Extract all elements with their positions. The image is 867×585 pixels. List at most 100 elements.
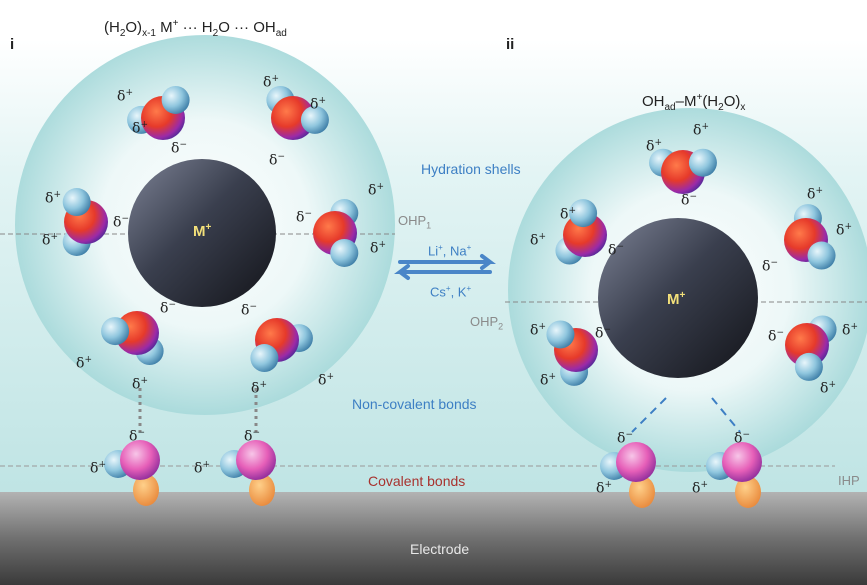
delta-plus-label: δ+ [263,74,279,91]
water-molecule [546,320,598,386]
delta-plus-label: δ+ [807,186,823,203]
water-molecule [784,204,836,270]
delta-minus-label: δ− [160,300,176,317]
delta-plus-label: δ+ [693,122,709,139]
oxygen-atom [115,311,159,355]
adsorbed-hydroxide [104,440,160,506]
delta-plus-label: δ+ [692,480,708,497]
delta-plus-label: δ+ [842,322,858,339]
water-molecule [62,188,108,256]
covalent-bonds-label: Covalent bonds [368,473,466,489]
delta-plus-label: δ+ [560,206,576,223]
delta-plus-label: δ+ [530,232,546,249]
reverse-arrow [394,264,492,280]
delta-plus-label: δ+ [251,380,267,397]
hydrogen-atom [546,320,575,349]
hydrogen-atom [161,85,190,114]
water-molecule [649,148,717,194]
adsorbed-oxygen [236,440,276,480]
water-molecule [250,318,313,373]
delta-minus-label: δ− [762,258,778,275]
adsorbed-oxygen [120,440,160,480]
forward-arrow [398,254,496,270]
surface-atom [249,474,275,506]
surface-atom [735,476,761,508]
hydrogen-atom [250,344,279,373]
delta-minus-label: δ− [113,214,129,231]
hydrogen-atom [807,241,836,270]
delta-plus-label: δ+ [194,460,210,477]
hydration-shells-label: Hydration shells [421,161,521,177]
surface-atom [133,474,159,506]
ohp1-label: OHP1 [398,213,432,231]
hydrogen-atom [300,105,329,134]
adsorbed-hydroxide [706,442,762,508]
oxygen-atom [563,213,607,257]
metal-ion-i [128,159,276,307]
delta-minus-label: δ− [768,328,784,345]
adsorbed-hydroxide [220,440,276,506]
water-molecule [101,311,164,366]
ion-adsorbate-bond [711,397,741,433]
delta-plus-label: δ+ [820,380,836,397]
hydrogen-atom [101,317,130,346]
adsorbed-hydroxide [600,442,656,508]
hydrogen-atom [569,199,598,228]
ion-label-i: M+ [193,222,212,240]
panel-i-formula: (H2O)x-1 M+ ··· H2O ··· OHad [104,18,287,39]
water-molecule [785,315,837,381]
delta-plus-label: δ+ [646,138,662,155]
panel-i-label: i [10,36,15,53]
delta-minus-label: δ− [244,428,260,445]
delta-plus-label: δ+ [596,480,612,497]
delta-plus-label: δ+ [368,182,384,199]
delta-plus-label: δ+ [530,322,546,339]
delta-minus-label: δ− [595,325,611,342]
delta-minus-label: δ− [171,140,187,157]
delta-plus-label: δ+ [370,240,386,257]
non-covalent-bonds-label: Non-covalent bonds [352,396,477,412]
oxygen-atom [271,96,315,140]
delta-plus-label: δ+ [117,88,133,105]
delta-plus-label: δ+ [318,372,334,389]
adsorbed-oxygen [616,442,656,482]
hydrogen-atom [688,148,717,177]
water-molecule [266,85,329,140]
delta-minus-label: δ− [269,152,285,169]
delta-minus-label: δ− [681,192,697,209]
delta-plus-label: δ+ [42,232,58,249]
cations-bottom-label: Cs+, K+ [430,284,472,300]
surface-atom [629,476,655,508]
water-molecule [555,199,607,265]
panel-ii-label: ii [506,36,515,53]
electrode [0,492,867,585]
cations-top-label: Li+, Na+ [428,243,472,259]
delta-plus-label: δ+ [76,355,92,372]
delta-plus-label: δ+ [45,190,61,207]
delta-plus-label: δ+ [132,376,148,393]
delta-minus-label: δ− [296,209,312,226]
oxygen-atom [785,323,829,367]
delta-minus-label: δ− [608,242,624,259]
hydrogen-atom [794,352,823,381]
delta-minus-label: δ− [241,302,257,319]
water-molecule [313,199,359,267]
delta-minus-label: δ− [734,430,750,447]
water-molecule [127,85,190,140]
delta-plus-label: δ+ [310,96,326,113]
adsorbed-oxygen [722,442,762,482]
delta-plus-label: δ+ [132,120,148,137]
delta-minus-label: δ− [129,428,145,445]
hydrogen-atom [62,188,91,217]
delta-minus-label: δ− [617,430,633,447]
delta-plus-label: δ+ [90,460,106,477]
delta-plus-label: δ+ [540,372,556,389]
ihp-label: IHP [838,473,860,488]
metal-ion-ii [598,218,758,378]
hydrogen-atom [330,238,359,267]
electrode-label: Electrode [410,541,470,557]
panel-ii-formula: OHad–M+(H2O)x [642,92,746,113]
ion-label-ii: M+ [667,290,686,308]
